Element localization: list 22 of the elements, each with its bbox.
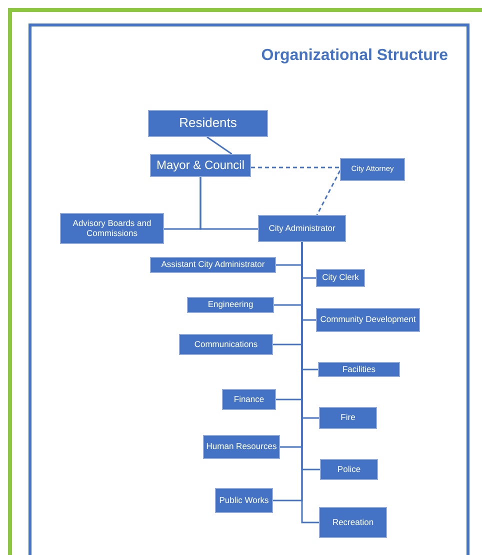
org-box: Community Development [316,308,420,332]
org-box: City Administrator [258,215,346,242]
org-box: Residents [148,110,268,137]
org-box: City Clerk [316,269,365,287]
org-box: Advisory Boards and Commissions [60,213,164,244]
connector-line [206,136,232,155]
org-box: Facilities [318,362,400,377]
connector-line [200,177,258,230]
org-box: Engineering [187,297,274,313]
chart-title: Organizational Structure [261,47,448,65]
org-box: Recreation [319,507,387,538]
connector-line [251,166,340,168]
org-box: Police [320,459,378,480]
org-box: Finance [222,389,276,410]
org-box: Mayor & Council [150,154,251,177]
org-box: Communications [179,334,273,355]
connector-line [301,242,319,524]
connector-line [316,170,341,216]
org-box: Assistant City Administrator [150,257,276,273]
org-box: Fire [319,407,377,429]
org-box: Public Works [215,488,273,513]
org-box: Human Resources [203,435,280,459]
